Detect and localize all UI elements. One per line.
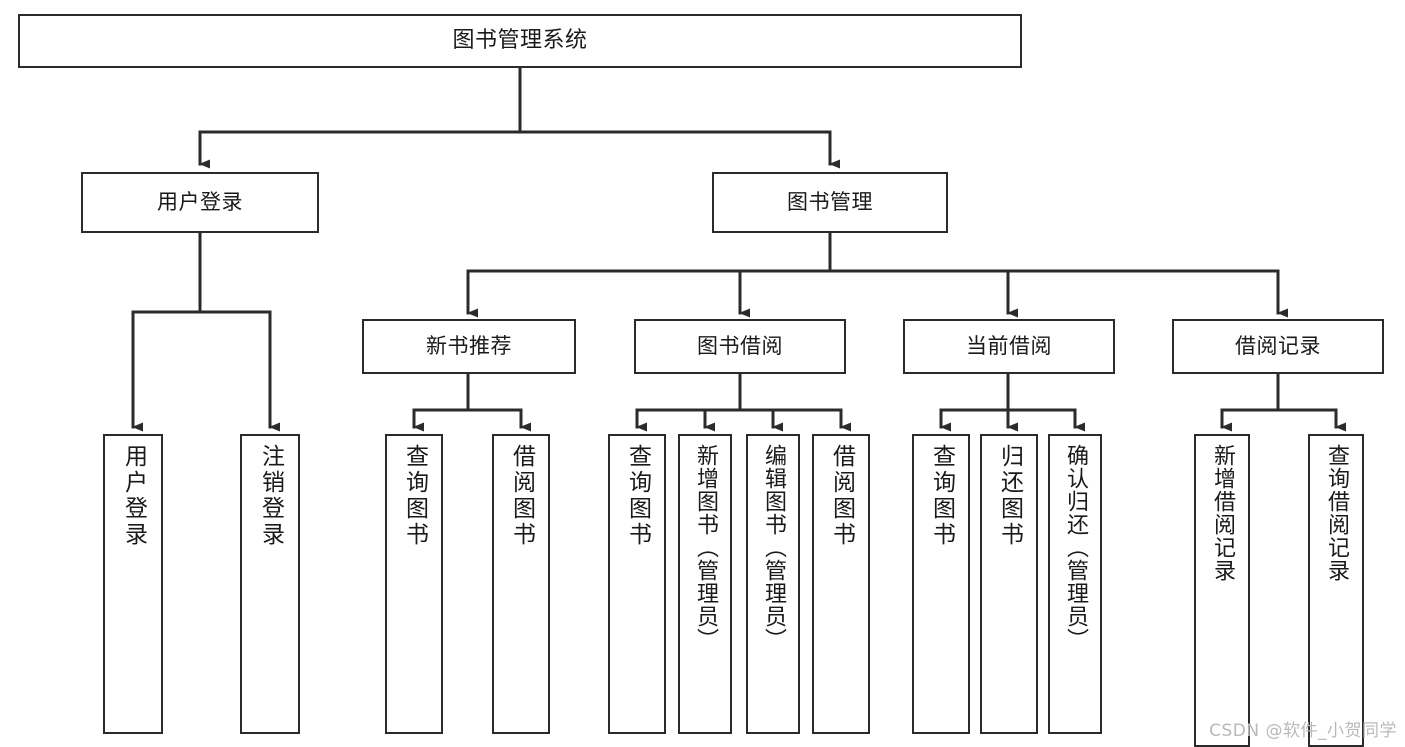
node-leaf-user-login-label: 用户登录 [120, 444, 147, 548]
node-leaf-query-book-3-label: 查询图书 [928, 444, 955, 548]
node-leaf-borrow-book-1[interactable]: 借阅图书 [492, 434, 550, 734]
node-book-manage[interactable]: 图书管理 [712, 172, 948, 233]
node-book-manage-label: 图书管理 [787, 190, 873, 215]
node-current-borrow-label: 当前借阅 [966, 334, 1052, 359]
node-leaf-edit-book-admin[interactable]: 编辑图书（管理员） [746, 434, 800, 734]
node-root-book-management-system[interactable]: 图书管理系统 [18, 14, 1022, 68]
node-leaf-add-borrow-record[interactable]: 新增借阅记录 [1194, 434, 1250, 747]
node-leaf-query-borrow-record-label: 查询借阅记录 [1324, 444, 1349, 582]
node-leaf-confirm-return-admin-label: 确认归还（管理员） [1063, 444, 1088, 651]
node-leaf-edit-book-admin-label: 编辑图书（管理员） [761, 444, 786, 651]
node-new-book-recommend-label: 新书推荐 [426, 334, 512, 359]
node-leaf-query-book-3[interactable]: 查询图书 [912, 434, 970, 734]
node-leaf-query-borrow-record[interactable]: 查询借阅记录 [1308, 434, 1364, 747]
node-book-borrow-label: 图书借阅 [697, 334, 783, 359]
node-user-login-label: 用户登录 [157, 190, 243, 215]
node-leaf-add-borrow-record-label: 新增借阅记录 [1210, 444, 1235, 582]
node-book-borrow[interactable]: 图书借阅 [634, 319, 846, 374]
node-borrow-record[interactable]: 借阅记录 [1172, 319, 1384, 374]
node-leaf-query-book-1[interactable]: 查询图书 [385, 434, 443, 734]
node-current-borrow[interactable]: 当前借阅 [903, 319, 1115, 374]
node-leaf-confirm-return-admin[interactable]: 确认归还（管理员） [1048, 434, 1102, 734]
node-leaf-add-book-admin[interactable]: 新增图书（管理员） [678, 434, 732, 734]
node-new-book-recommend[interactable]: 新书推荐 [362, 319, 576, 374]
node-leaf-borrow-book-2-label: 借阅图书 [828, 444, 855, 548]
node-borrow-record-label: 借阅记录 [1235, 334, 1321, 359]
node-leaf-query-book-1-label: 查询图书 [401, 444, 428, 548]
node-leaf-add-book-admin-label: 新增图书（管理员） [693, 444, 718, 651]
node-leaf-logout-login-label: 注销登录 [257, 444, 284, 548]
csdn-watermark: CSDN @软件_小贺同学 [1209, 721, 1397, 741]
node-leaf-borrow-book-2[interactable]: 借阅图书 [812, 434, 870, 734]
node-leaf-query-book-2-label: 查询图书 [624, 444, 651, 548]
node-leaf-logout-login[interactable]: 注销登录 [240, 434, 300, 734]
node-leaf-return-book[interactable]: 归还图书 [980, 434, 1038, 734]
node-leaf-return-book-label: 归还图书 [996, 444, 1023, 548]
node-leaf-borrow-book-1-label: 借阅图书 [508, 444, 535, 548]
node-root-label: 图书管理系统 [452, 28, 588, 54]
node-leaf-query-book-2[interactable]: 查询图书 [608, 434, 666, 734]
node-leaf-user-login[interactable]: 用户登录 [103, 434, 163, 734]
node-user-login[interactable]: 用户登录 [81, 172, 319, 233]
